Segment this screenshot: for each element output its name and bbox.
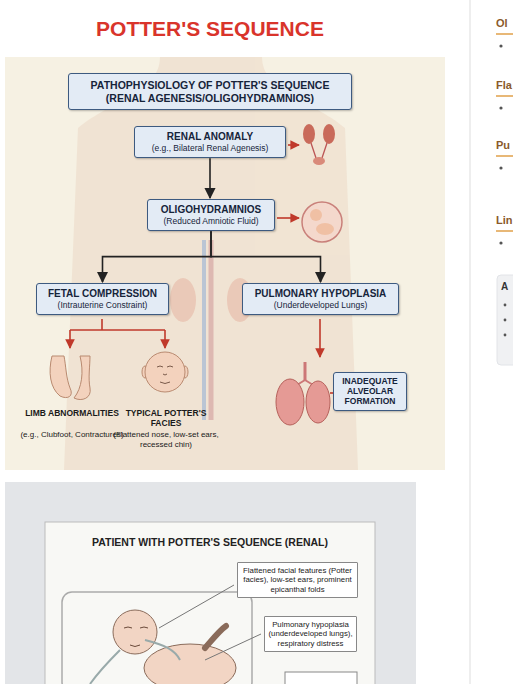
face-icon xyxy=(157,366,173,384)
box-heading: PULMONARY HYPOPLASIA xyxy=(247,288,394,300)
fetus-icon xyxy=(316,223,334,235)
sidebar xyxy=(496,33,513,35)
callout-box xyxy=(285,672,357,684)
box-heading: INADEQUATE ALVEOLAR FORMATION xyxy=(337,376,403,407)
body-silhouette xyxy=(202,240,206,420)
fetus-icon xyxy=(302,202,342,242)
kidney-icon xyxy=(313,157,325,165)
infant-illustration xyxy=(144,644,236,684)
sidebar-heading: Lin xyxy=(496,214,513,227)
bottom-panel xyxy=(5,482,416,684)
process-box: PULMONARY HYPOPLASIA(Underdeveloped Lung… xyxy=(242,283,399,315)
body-silhouette xyxy=(209,240,214,420)
annotation-label: (Flattened nose, low-set ears, recessed … xyxy=(100,430,232,449)
title: POTTER'S SEQUENCE xyxy=(0,16,420,41)
sidebar-heading: Pu xyxy=(496,139,513,152)
annotation-label: (e.g., Clubfoot, Contractures) xyxy=(20,430,124,440)
face-icon xyxy=(145,352,185,392)
sidebar xyxy=(496,230,513,232)
box-subtext: (Intrauterine Constraint) xyxy=(41,300,164,310)
top-panel xyxy=(5,57,445,470)
sidebar xyxy=(497,275,513,365)
box-subtext: (Reduced Amniotic Fluid) xyxy=(152,216,270,226)
sidebar xyxy=(499,241,502,244)
body-silhouette xyxy=(170,278,196,322)
kidney-icon xyxy=(311,143,327,158)
red-arrows xyxy=(70,145,334,393)
red-arrows xyxy=(277,217,299,219)
annotation-label: PATIENT WITH POTTER'S SEQUENCE (RENAL) xyxy=(55,536,365,549)
red-arrows xyxy=(288,144,299,146)
flow-arrow xyxy=(209,158,211,198)
lungs-icon xyxy=(304,362,307,380)
process-box: INADEQUATE ALVEOLAR FORMATION xyxy=(333,372,407,411)
sidebar-heading: Ol xyxy=(496,17,513,30)
box-heading: FETAL COMPRESSION xyxy=(41,288,164,300)
infant-illustration xyxy=(113,610,157,654)
sidebar xyxy=(504,319,507,322)
infant-illustration xyxy=(62,592,252,684)
annotation-label: LIMB ABNORMALITIES xyxy=(20,408,124,418)
red-arrows xyxy=(101,319,103,330)
sidebar xyxy=(504,304,507,307)
lungs-icon xyxy=(306,381,330,423)
lungs-icon xyxy=(276,362,330,425)
clubfoot-icon xyxy=(50,356,90,400)
callout-box: Pulmonary hypoplasia (underdeveloped lun… xyxy=(264,616,357,652)
kidney-icon xyxy=(303,124,315,144)
sidebar xyxy=(496,155,513,157)
flow-arrow xyxy=(103,231,212,282)
box-heading: Pulmonary hypoplasia (underdeveloped lun… xyxy=(268,620,353,648)
callout-box: Flattened facial features (Potter facies… xyxy=(237,562,358,598)
box-subtext: (e.g., Bilateral Renal Agenesis) xyxy=(139,143,281,153)
sidebar xyxy=(496,95,513,97)
red-arrows xyxy=(164,330,166,348)
fetus-icon xyxy=(310,209,322,221)
process-box: OLIGOHYDRAMNIOS(Reduced Amniotic Fluid) xyxy=(147,199,275,231)
red-arrows xyxy=(69,330,71,348)
infant-illustration xyxy=(124,627,148,647)
infant-illustration xyxy=(205,626,226,648)
bottom-panel xyxy=(45,522,375,684)
red-arrows xyxy=(70,329,165,331)
sidebar xyxy=(499,44,502,47)
fetus-icon xyxy=(302,202,342,242)
box-heading: Flattened facial features (Potter facies… xyxy=(241,566,354,594)
process-box: RENAL ANOMALY(e.g., Bilateral Renal Agen… xyxy=(134,126,286,158)
kidney-icon xyxy=(323,124,335,144)
sidebar-heading: Fla xyxy=(496,79,513,92)
leader-line xyxy=(205,634,261,660)
box-heading: RENAL ANOMALY xyxy=(139,131,281,143)
sidebar xyxy=(504,334,507,337)
flow-arrow xyxy=(211,231,321,282)
sidebar xyxy=(470,0,513,684)
process-box: FETAL COMPRESSION(Intrauterine Constrain… xyxy=(36,283,169,315)
process-box: PATHOPHYSIOLOGY OF POTTER'S SEQUENCE (RE… xyxy=(68,73,352,110)
box-heading: OLIGOHYDRAMNIOS xyxy=(152,204,270,216)
annotation-label: TYPICAL POTTER'S FACIES xyxy=(110,408,222,428)
sidebar-heading: A xyxy=(501,281,513,293)
top-panel xyxy=(5,57,445,470)
face-icon xyxy=(142,352,188,392)
infant-illustration xyxy=(62,592,252,684)
box-heading: PATHOPHYSIOLOGY OF POTTER'S SEQUENCE (RE… xyxy=(73,79,347,104)
lungs-icon xyxy=(276,379,304,425)
box-subtext: (Underdeveloped Lungs) xyxy=(247,300,394,310)
callout-box xyxy=(285,672,357,684)
sidebar xyxy=(499,106,502,109)
clubfoot-icon xyxy=(74,356,90,400)
infant-illustration xyxy=(90,640,180,684)
kidney-icon xyxy=(303,124,335,165)
sidebar xyxy=(470,0,471,684)
clubfoot-icon xyxy=(50,356,71,398)
red-arrows xyxy=(319,319,321,357)
leader-line xyxy=(159,585,234,628)
sidebar xyxy=(499,166,502,169)
